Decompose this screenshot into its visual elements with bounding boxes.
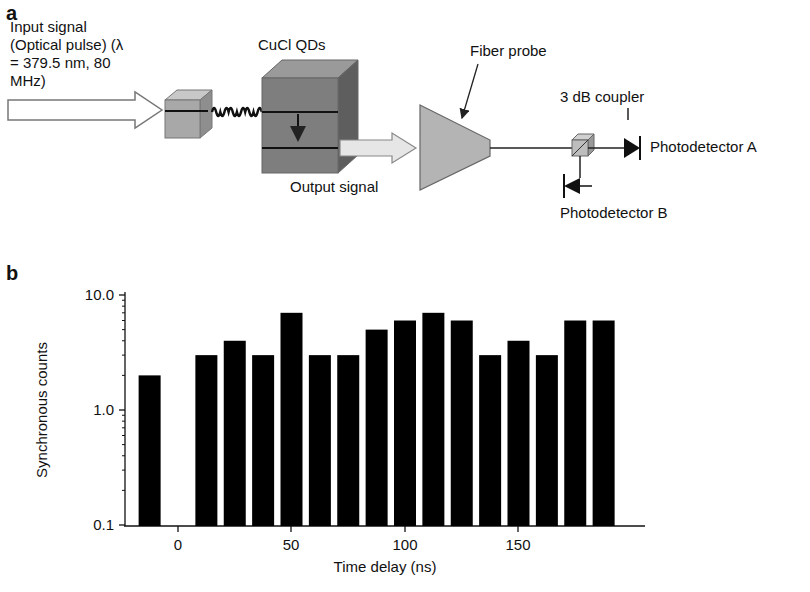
text-label: Time delay (ns) [334,558,437,576]
text-label: 3 dB coupler [560,88,644,106]
leader-line [462,64,478,118]
text-label: 100 [392,536,417,554]
photodiode-symbol [624,136,640,160]
chart-axes [119,292,645,532]
text-label: 1.0 [93,401,114,419]
output-arrow [340,133,416,163]
panel-letter: b [6,262,18,284]
text-label: 0 [174,536,182,554]
text-label: CuCl QDs [258,36,326,54]
text-label: 0.1 [93,516,114,534]
text-label: Photodetector A [650,138,757,156]
fiber [588,147,625,149]
text-label: 10.0 [85,286,114,304]
photodiode-symbol [564,174,592,198]
wavy-coupling [212,108,262,116]
text-label: Fiber probe [470,42,547,60]
fiber [579,156,581,178]
leader-line [627,108,629,120]
text-label: Input signal (Optical pulse) (λ = 379.5 … [10,18,128,90]
small-qd-cube [165,90,212,138]
text-label: Photodetector B [560,204,668,222]
text-label: 150 [505,536,530,554]
fiber [490,147,572,149]
fiber-probe [420,105,490,190]
minor-ticks [122,300,125,490]
input-arrow [8,92,162,128]
histogram-bars [139,313,615,526]
axis-title: Synchronous counts [33,342,51,478]
text-label: Output signal [290,178,378,196]
coupler-cube [572,134,594,156]
text-label: 50 [283,536,300,554]
